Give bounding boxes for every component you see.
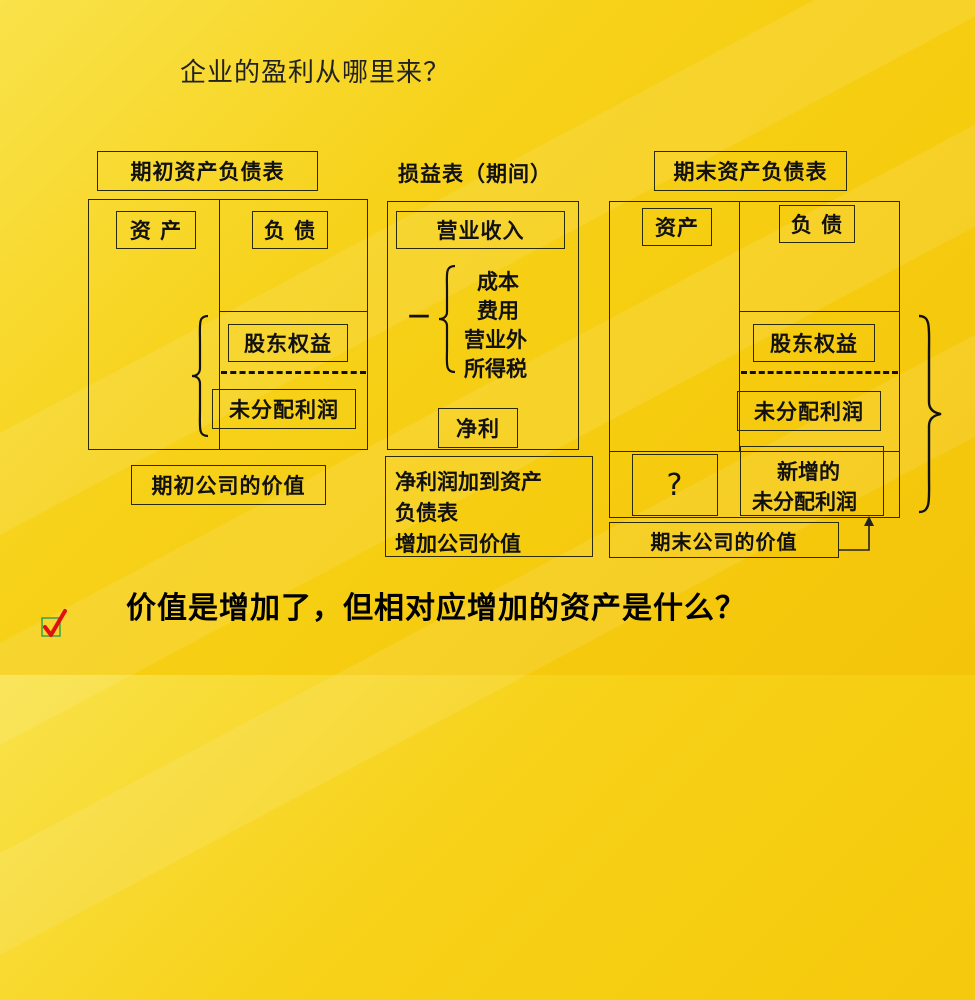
net-profit-text: 净利: [456, 417, 500, 441]
deduction-income-tax: 所得税: [464, 357, 527, 381]
revenue-label: 营业收入: [396, 211, 565, 249]
net-profit-note: [385, 456, 593, 557]
beginning-value-text: 期初公司的价值: [151, 474, 306, 498]
income-statement: [387, 201, 579, 450]
beginning-balance-sheet: [88, 199, 368, 450]
ending-value-text: 期末公司的价值: [650, 529, 798, 554]
new-retained-line-2: 未分配利润: [752, 490, 857, 514]
deduction-expense: 费用: [477, 299, 519, 323]
ending-value-label: 期末公司的价值: [609, 522, 839, 558]
ending-assets-text: 资产: [655, 216, 699, 240]
ending-balance-sheet-title: 期末资产负债表: [673, 160, 828, 184]
beginning-retained-text: 未分配利润: [229, 398, 339, 422]
beginning-liabilities-label: 负 债: [252, 211, 328, 249]
new-retained-box: [740, 446, 884, 516]
net-profit-label: 净利: [438, 408, 518, 448]
beginning-assets-label: 资 产: [116, 211, 196, 249]
ending-assets-label: 资产: [642, 208, 712, 246]
ending-dashed-line: [741, 371, 898, 374]
ending-retained-text: 未分配利润: [754, 400, 864, 424]
unknown-asset-box: ?: [632, 454, 718, 516]
revenue-text: 营业收入: [436, 219, 525, 243]
beginning-liabilities-text: 负 债: [263, 219, 317, 243]
minus-sign: —: [408, 303, 430, 328]
ending-balance-sheet: [609, 201, 900, 518]
unknown-asset-question-mark: ?: [666, 467, 684, 503]
beginning-equity-text: 股东权益: [244, 332, 332, 356]
beginning-balance-sheet-header: 期初资产负债表: [97, 151, 318, 191]
note-line-2: 负债表: [395, 501, 458, 525]
ending-liabilities-label: 负 债: [779, 205, 855, 243]
page-title: 企业的盈利从哪里来？: [180, 58, 451, 88]
beginning-equity-label: 股东权益: [228, 324, 348, 362]
checkmark-icon[interactable]: [40, 608, 70, 640]
ending-equity-text: 股东权益: [770, 332, 858, 356]
income-statement-header: 损益表（期间）: [398, 162, 552, 186]
beginning-value-label: 期初公司的价值: [131, 465, 326, 505]
note-line-1: 净利润加到资产: [395, 470, 542, 494]
ending-liabilities-text: 负 债: [790, 213, 844, 237]
beginning-retained-label: 未分配利润: [212, 389, 356, 429]
beginning-dashed-line: [221, 371, 366, 374]
ending-equity-label: 股东权益: [753, 324, 875, 362]
arrow-up-icon: [839, 516, 874, 551]
ending-liability-line: [739, 311, 900, 312]
ending-divider: [739, 201, 740, 451]
beginning-brace: [191, 314, 209, 438]
note-line-3: 增加公司价值: [395, 532, 521, 556]
deductions-brace: [438, 264, 456, 374]
beginning-liability-line: [219, 311, 368, 312]
beginning-divider: [219, 199, 220, 450]
ending-base-line: [609, 451, 900, 452]
ending-brace: [918, 314, 942, 514]
deduction-non-operating: 营业外: [464, 328, 527, 352]
ending-retained-label: 未分配利润: [737, 391, 881, 431]
bottom-question: 价值是增加了，但相对应增加的资产是什么？: [126, 591, 746, 626]
deduction-cost: 成本: [477, 270, 519, 294]
new-retained-line-1: 新增的: [777, 460, 840, 484]
ending-balance-sheet-header: 期末资产负债表: [654, 151, 847, 191]
beginning-balance-sheet-title: 期初资产负债表: [130, 160, 285, 184]
beginning-assets-text: 资 产: [129, 219, 183, 243]
